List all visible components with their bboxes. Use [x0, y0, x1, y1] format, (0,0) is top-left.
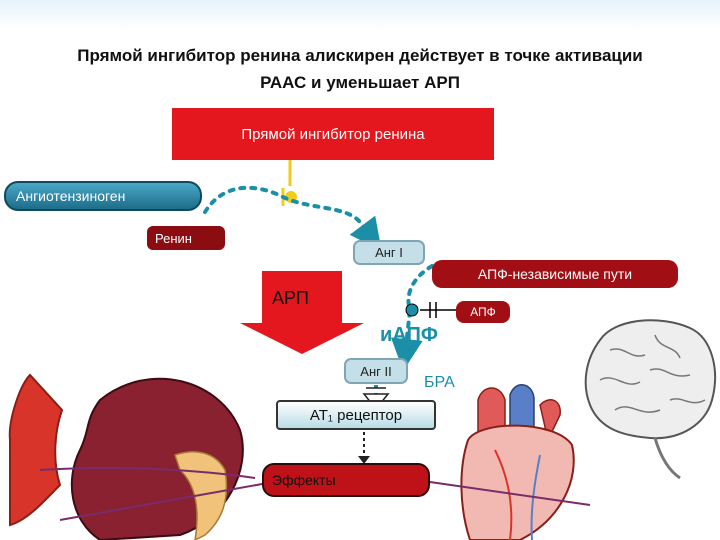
title-line-2: РААС и уменьшает АРП: [260, 73, 460, 92]
effects-node: Эффекты: [262, 463, 430, 497]
arp-arrow-icon: [240, 271, 364, 354]
slide-title: Прямой ингибитор ренина алискирен действ…: [0, 42, 720, 96]
brain-illustration: [584, 319, 716, 480]
arb-label: БРА: [424, 374, 455, 391]
ace-node: АПФ: [456, 301, 510, 323]
renin-inhibitor-box: Прямой ингибитор ренина: [172, 108, 494, 160]
ang2-node: Анг II: [344, 358, 408, 384]
ang1-node: Анг I: [353, 240, 425, 265]
at1-receptor-node: AT₁ рецептор: [276, 400, 436, 430]
kidney-illustration: [8, 373, 256, 540]
heart-illustration: [460, 384, 575, 540]
effects-line-heart: [429, 481, 591, 506]
angiotensinogen-node: Ангиотензиноген: [4, 181, 202, 211]
angiotensinogen-to-ang1-path: [203, 185, 382, 251]
renin-node: Ренин: [147, 226, 225, 250]
ace-independent-node: АПФ-независимые пути: [432, 260, 678, 288]
effects-line-kidney: [59, 483, 263, 521]
header-band: [0, 0, 720, 30]
arp-label: АРП: [272, 288, 309, 308]
ace-inhibitor-label: иАПФ: [380, 324, 438, 346]
ace-inhibition-marker: [405, 302, 456, 318]
title-line-1: Прямой ингибитор ренина алискирен действ…: [77, 46, 643, 65]
